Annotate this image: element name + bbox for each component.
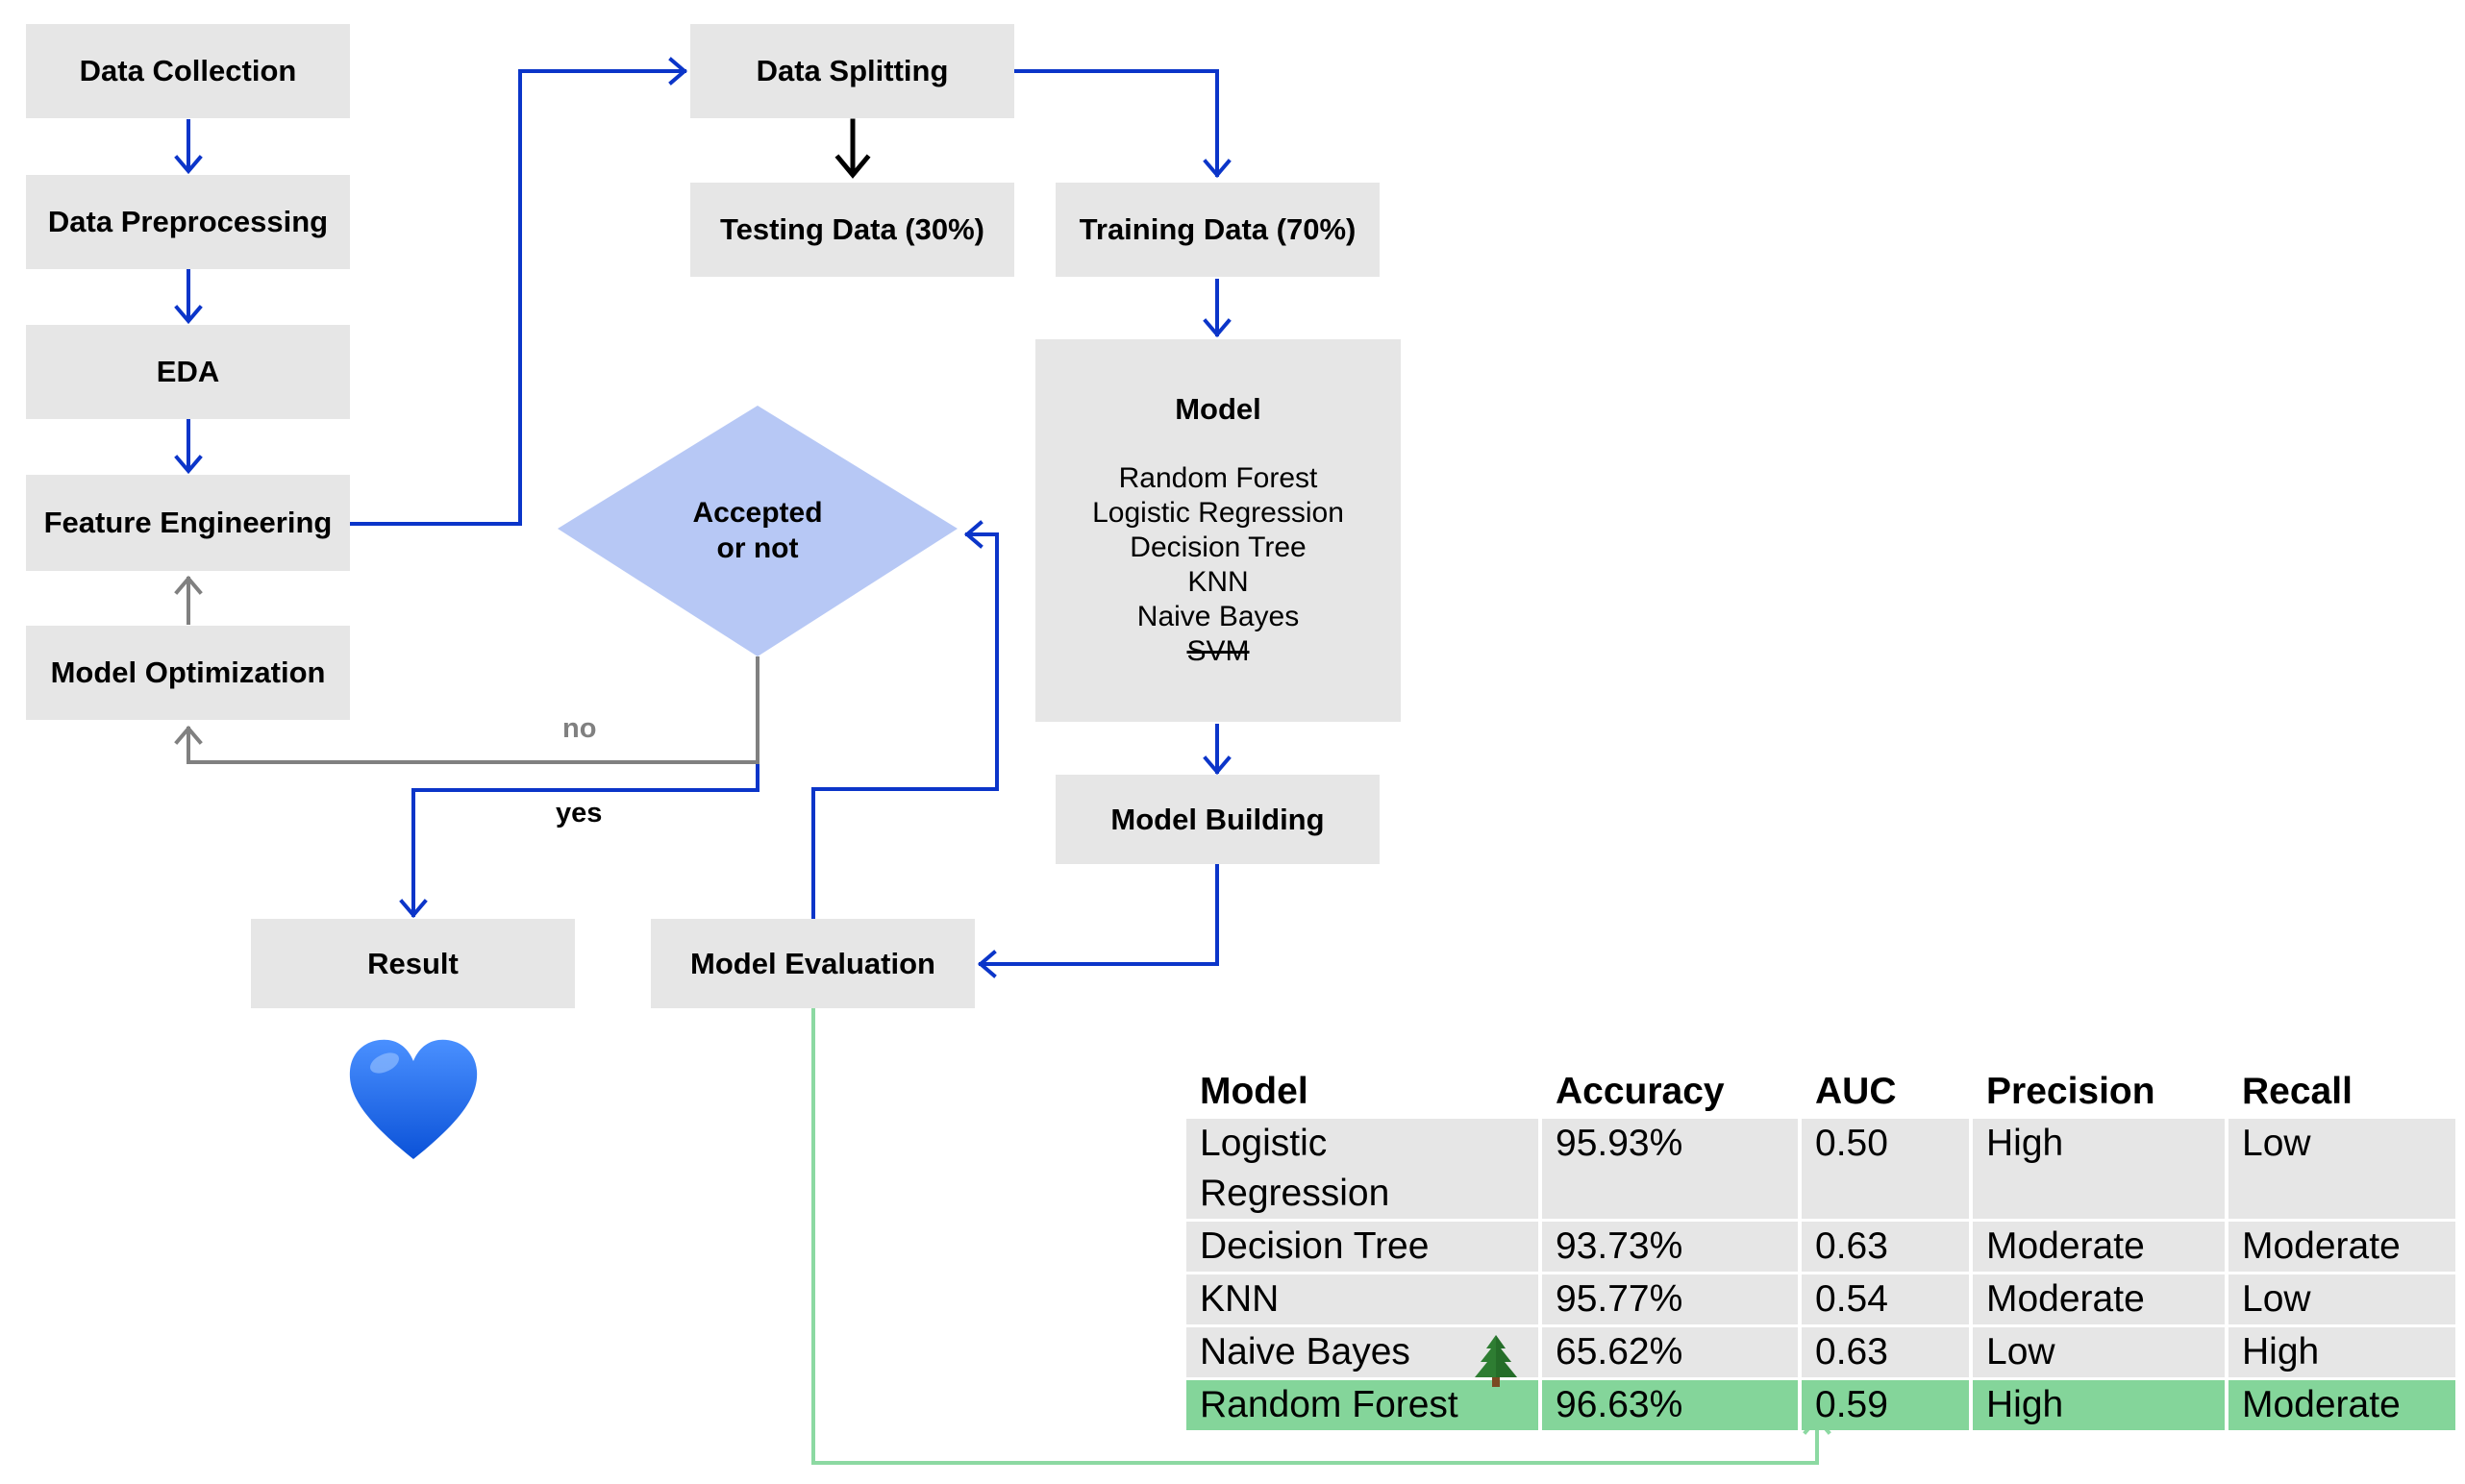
cell-precision: Low [1973, 1327, 2225, 1377]
arrow-decision-yes-to-result [411, 656, 759, 917]
cell-recall: Moderate [2228, 1222, 2455, 1272]
cell-recall: High [2228, 1327, 2455, 1377]
model-item-knn: KNN [1187, 566, 1249, 598]
model-item-logistic-regression: Logistic Regression [1092, 497, 1344, 529]
cell-auc: 0.59 [1802, 1380, 1969, 1430]
testing-data-box: Testing Data (30%) [690, 183, 1014, 277]
cell-accuracy: 65.62% [1542, 1327, 1798, 1377]
table-row: Decision Tree 93.73% 0.63 Moderate Moder… [1186, 1222, 2455, 1272]
arrowhead [174, 575, 203, 595]
data-splitting-label: Data Splitting [756, 54, 949, 87]
model-building-label: Model Building [1110, 802, 1325, 836]
cell-recall: Low [2228, 1274, 2455, 1324]
eda-label: EDA [156, 355, 220, 388]
training-data-box: Training Data (70%) [1056, 183, 1380, 277]
data-collection-box: Data Collection [26, 24, 350, 118]
evergreen-tree-icon [1475, 1335, 1517, 1387]
blue-heart-icon [349, 1039, 478, 1159]
cell-model: Random Forest [1186, 1380, 1538, 1430]
arrowhead [977, 950, 997, 978]
cell-auc: 0.63 [1802, 1222, 1969, 1272]
cell-auc: 0.63 [1802, 1327, 1969, 1377]
cell-auc: 0.54 [1802, 1274, 1969, 1324]
table-row: KNN 95.77% 0.54 Moderate Low [1186, 1274, 2455, 1324]
decision-label-line2: or not [716, 532, 799, 564]
no-branch-label: no [562, 713, 597, 744]
feature-engineering-box: Feature Engineering [26, 475, 350, 571]
table-row-highlighted: Random Forest 96.63% 0.59 High Moderate [1186, 1380, 2455, 1430]
model-item-naive-bayes: Naive Bayes [1136, 601, 1300, 632]
cell-accuracy: 96.63% [1542, 1380, 1798, 1430]
model-optimization-label: Model Optimization [50, 655, 326, 689]
cell-precision: High [1973, 1119, 2225, 1219]
cell-recall: Moderate [2228, 1380, 2455, 1430]
data-preprocessing-label: Data Preprocessing [47, 205, 329, 238]
table-row: Logistic Regression 95.93% 0.50 High Low [1186, 1119, 2455, 1219]
cell-model: Decision Tree [1186, 1222, 1538, 1272]
header-auc: AUC [1802, 1068, 1969, 1116]
arrow-evaluation-to-results-table [811, 1007, 1819, 1465]
cell-recall: Low [2228, 1119, 2455, 1219]
header-recall: Recall [2228, 1068, 2455, 1116]
arrowhead [174, 155, 203, 175]
arrow-evaluation-to-decision [811, 532, 999, 921]
header-model: Model [1186, 1068, 1538, 1116]
decision-diamond [558, 406, 958, 656]
arrowhead [834, 154, 871, 179]
data-collection-label: Data Collection [79, 54, 297, 87]
arrow-feature-engineering-to-splitting [348, 69, 686, 526]
cell-model: KNN [1186, 1274, 1538, 1324]
eda-box: EDA [26, 325, 350, 419]
cell-precision: Moderate [1973, 1274, 2225, 1324]
arrowhead [1203, 755, 1232, 776]
data-splitting-box: Data Splitting [690, 24, 1014, 118]
cell-model: Naive Bayes [1186, 1327, 1538, 1377]
model-box: Model Random Forest Logistic Regression … [1035, 339, 1401, 722]
cell-auc: 0.50 [1802, 1119, 1969, 1219]
model-optimization-box: Model Optimization [26, 626, 350, 720]
model-building-box: Model Building [1056, 775, 1380, 864]
arrowhead [174, 725, 203, 745]
testing-data-label: Testing Data (30%) [719, 212, 985, 246]
cell-accuracy: 95.77% [1542, 1274, 1798, 1324]
model-item-random-forest: Random Forest [1118, 462, 1318, 494]
training-data-label: Training Data (70%) [1079, 212, 1357, 246]
decision-label: Accepted or not [661, 495, 854, 566]
model-item-svm-struck: SVM [1186, 635, 1250, 667]
arrowhead [963, 520, 984, 549]
cell-model: Logistic Regression [1186, 1119, 1538, 1219]
results-table: Model Accuracy AUC Precision Recall Logi… [1183, 1065, 2459, 1433]
arrowhead [174, 455, 203, 475]
arrowhead [668, 57, 688, 86]
cell-precision: Moderate [1973, 1222, 2225, 1272]
data-preprocessing-box: Data Preprocessing [26, 175, 350, 269]
table-row: Naive Bayes 65.62% 0.63 Low High [1186, 1327, 2455, 1377]
cell-accuracy: 95.93% [1542, 1119, 1798, 1219]
model-item-decision-tree: Decision Tree [1130, 532, 1307, 563]
yes-branch-label: yes [556, 798, 603, 829]
table-header-row: Model Accuracy AUC Precision Recall [1186, 1068, 2455, 1116]
header-accuracy: Accuracy [1542, 1068, 1798, 1116]
result-label: Result [367, 946, 459, 980]
feature-engineering-label: Feature Engineering [43, 506, 333, 539]
arrowhead [399, 899, 428, 919]
cell-precision: High [1973, 1380, 2225, 1430]
arrow-decision-no-to-optimization [187, 656, 759, 764]
decision-label-line1: Accepted [692, 497, 823, 529]
header-precision: Precision [1973, 1068, 2225, 1116]
arrow-building-to-evaluation [979, 863, 1219, 966]
model-box-title: Model [1175, 392, 1261, 426]
arrow-splitting-to-training [1013, 69, 1219, 177]
arrowhead [1203, 318, 1232, 338]
model-evaluation-label: Model Evaluation [690, 946, 935, 980]
model-evaluation-box: Model Evaluation [651, 919, 975, 1008]
arrowhead [174, 305, 203, 325]
cell-accuracy: 93.73% [1542, 1222, 1798, 1272]
result-box: Result [251, 919, 575, 1008]
arrowhead [1203, 159, 1232, 179]
